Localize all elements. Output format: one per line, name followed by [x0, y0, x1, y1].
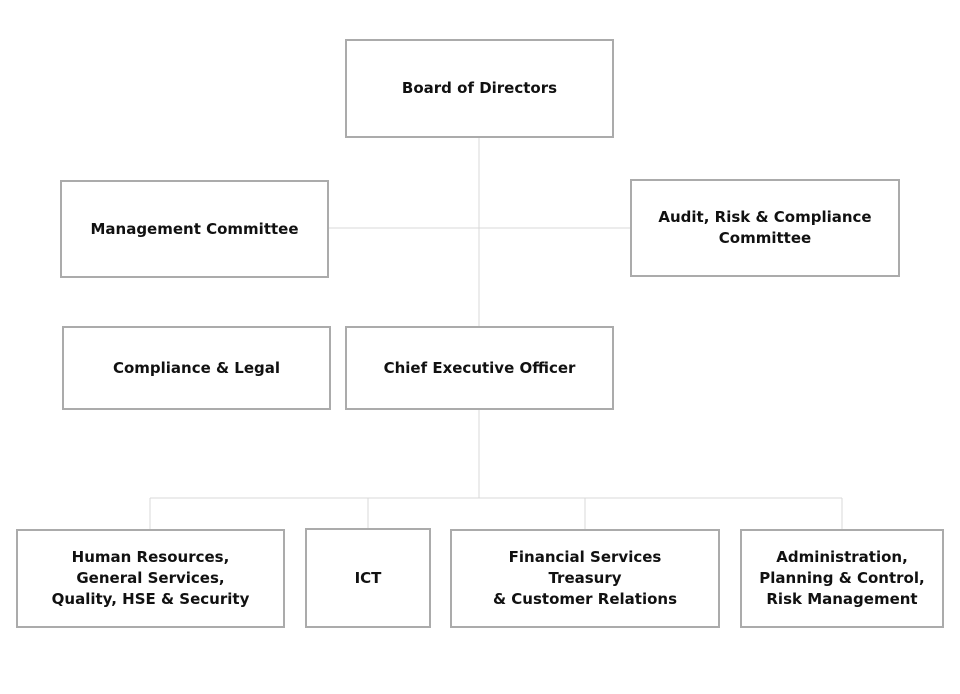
- department-box-admin: Administration, Planning & Control, Risk…: [740, 529, 944, 628]
- department-box-ict: ICT: [305, 528, 431, 628]
- chief-executive-officer-label: Chief Executive Officer: [383, 358, 576, 377]
- department-box-hr: Human Resources, General Services, Quali…: [16, 529, 285, 628]
- compliance-legal-label: Compliance & Legal: [112, 358, 281, 377]
- department-label-hr: Human Resources, General Services, Quali…: [51, 548, 250, 608]
- management-committee-label: Management Committee: [90, 219, 299, 238]
- management-committee-box: Management Committee: [60, 180, 329, 278]
- department-label-admin: Administration, Planning & Control, Risk…: [759, 548, 925, 608]
- audit-risk-compliance-committee-label: Audit, Risk & Compliance Committee: [658, 208, 872, 247]
- chief-executive-officer-box: Chief Executive Officer: [345, 326, 614, 410]
- compliance-legal-box: Compliance & Legal: [62, 326, 331, 410]
- board-of-directors-box: Board of Directors: [345, 39, 614, 138]
- department-label-ict: ICT: [354, 568, 382, 587]
- department-label-finance: Financial Services Treasury & Customer R…: [492, 548, 678, 608]
- board-of-directors-label: Board of Directors: [401, 79, 558, 97]
- department-box-finance: Financial Services Treasury & Customer R…: [450, 529, 720, 628]
- audit-risk-compliance-committee-box: Audit, Risk & Compliance Committee: [630, 179, 900, 277]
